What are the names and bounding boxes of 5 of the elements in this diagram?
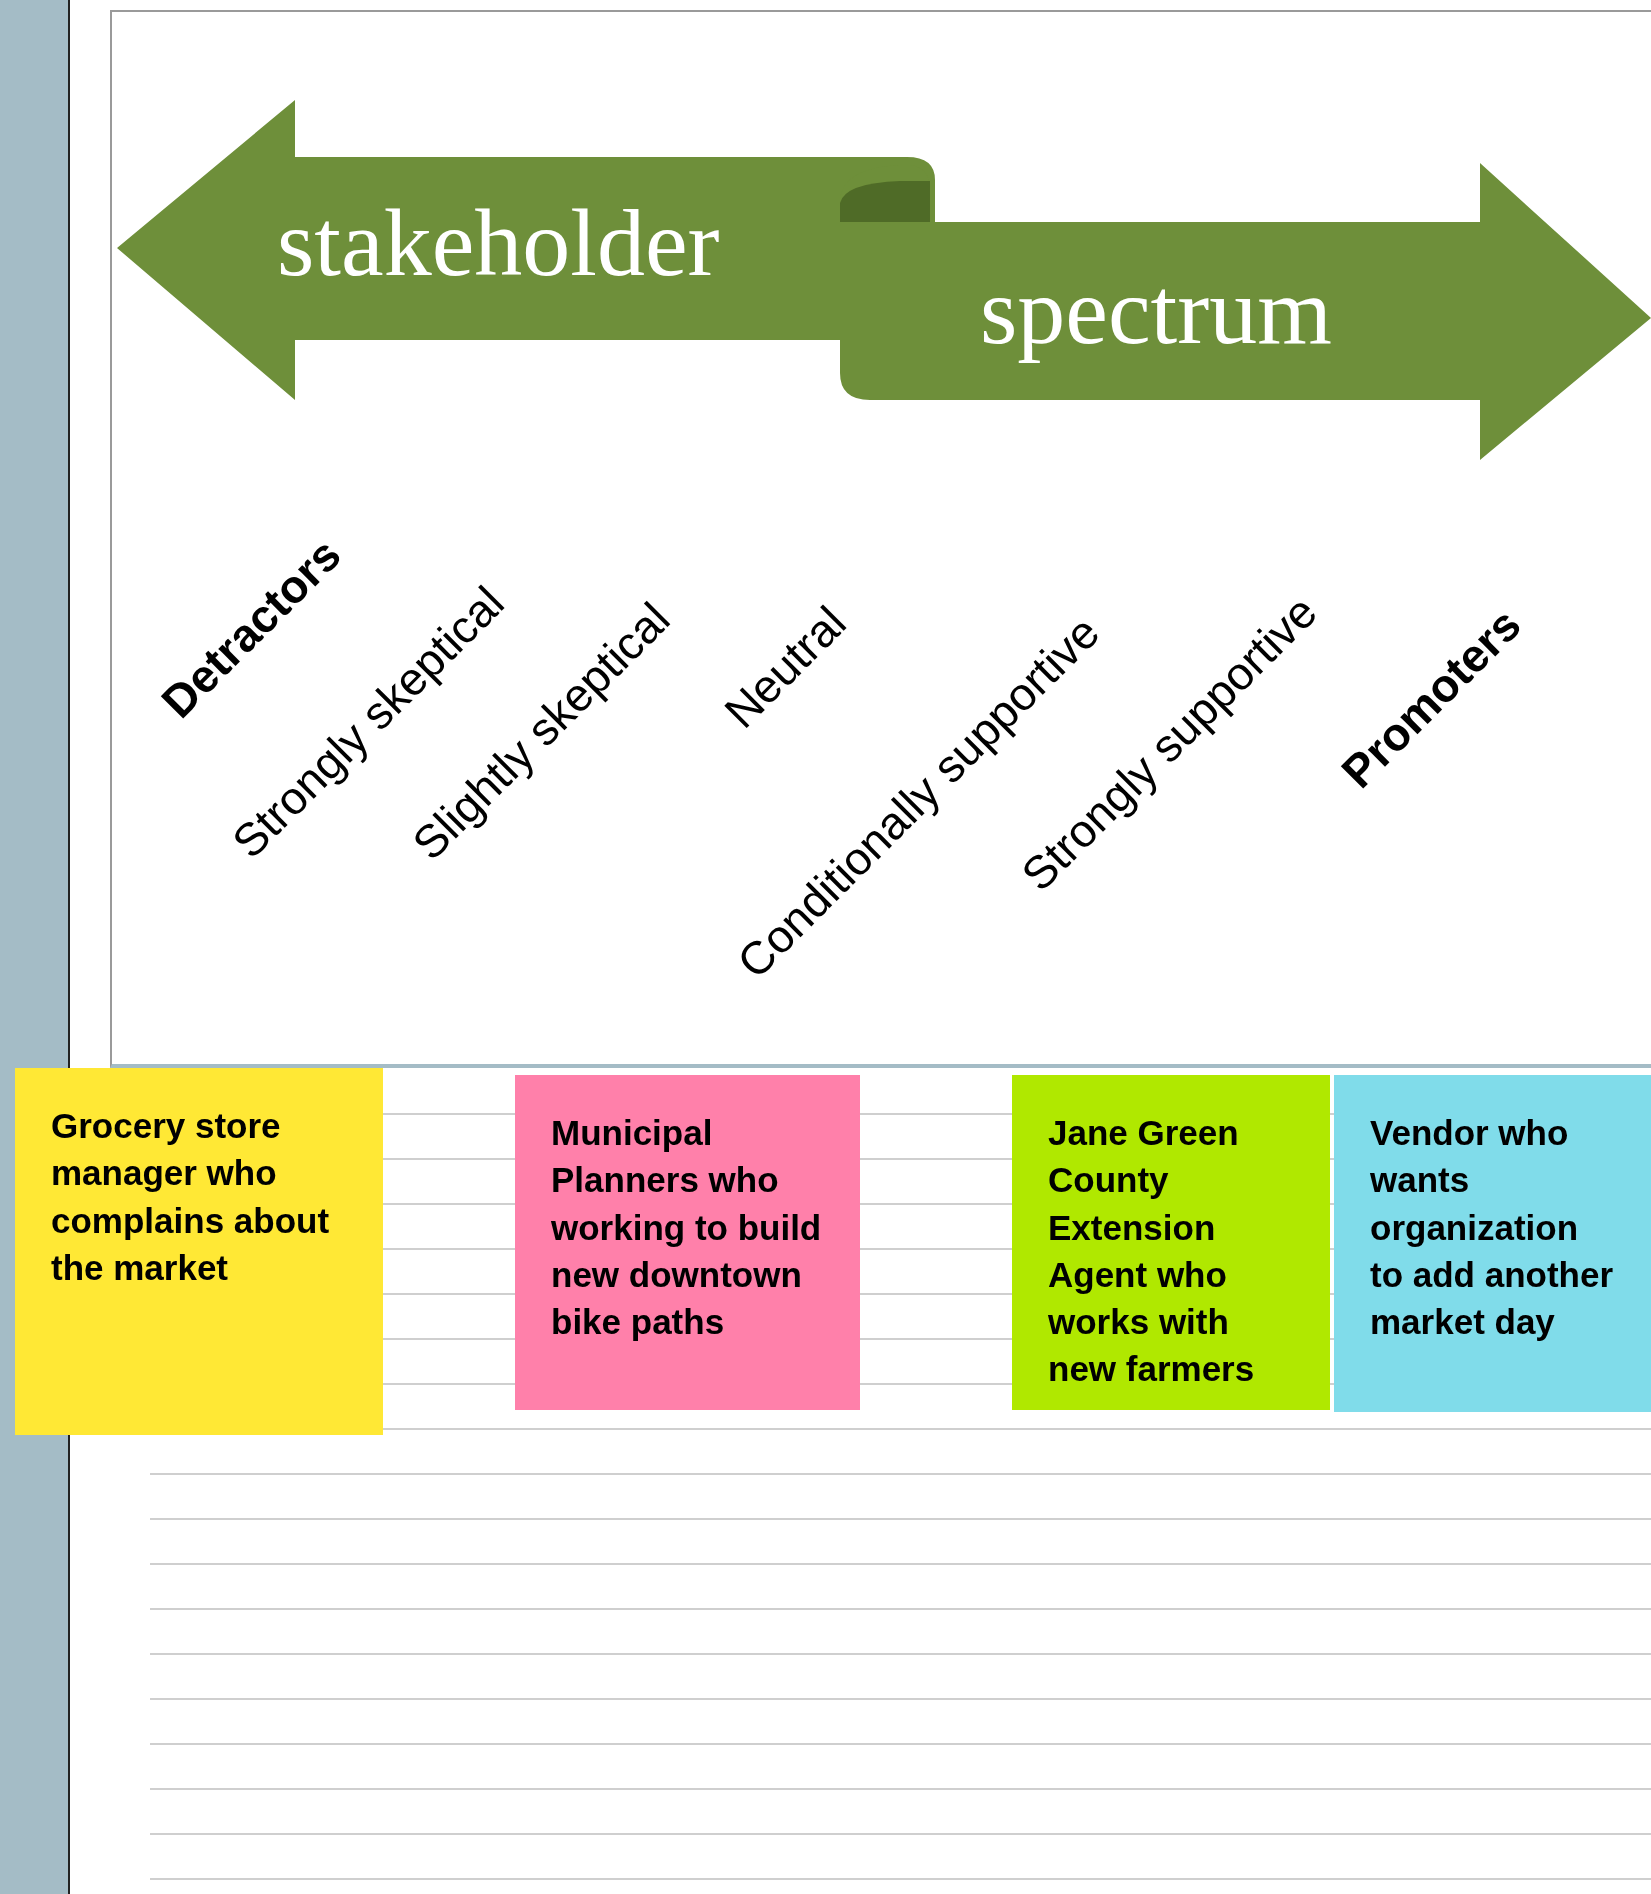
sticky-note: Grocery store manager who complains about the market [15, 1068, 383, 1435]
sticky-note: Jane Green County Extension Agent who works with new farmers [1012, 1075, 1330, 1410]
banner-title: stakeholder [277, 195, 720, 291]
sticky-note: Municipal Planners who working to build new downtown bike paths [515, 1075, 860, 1410]
sticky-note: Vendor who wants organization to add another market day [1334, 1075, 1651, 1412]
